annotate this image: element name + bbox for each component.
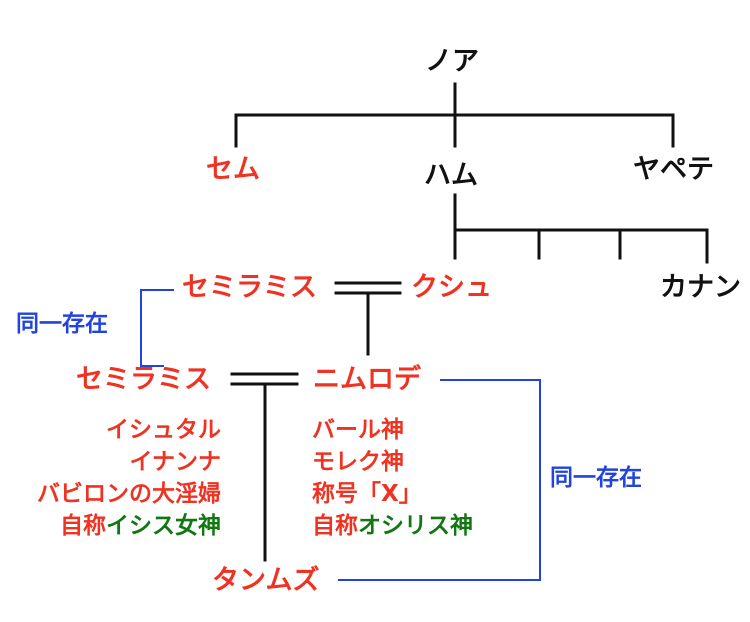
alias-line: モレク神 — [312, 442, 473, 475]
alias-red-text: イシュタル — [106, 417, 221, 443]
same-entity-label-left: 同一存在 — [16, 311, 108, 337]
node-shem: セム — [206, 154, 260, 185]
nimrod-aliases: バール神 モレク神 称号「X」 自称オシリス神 — [312, 410, 473, 539]
alias-line: 称号「X」 — [312, 474, 473, 507]
alias-line: 自称イシス女神 — [37, 506, 221, 539]
alias-red-text: 自称 — [60, 513, 106, 539]
node-noah: ノア — [425, 46, 479, 77]
alias-line: イシュタル — [37, 410, 221, 443]
alias-red-text: バビロンの大淫婦 — [37, 481, 221, 507]
alias-green-text: オシリス神 — [358, 513, 473, 539]
node-semiramis-top: セミラミス — [182, 272, 317, 303]
alias-line: バビロンの大淫婦 — [37, 474, 221, 507]
alias-line: 自称オシリス神 — [312, 506, 473, 539]
alias-red-text: モレク神 — [312, 449, 404, 475]
alias-red-text: イナンナ — [129, 449, 221, 475]
node-japheth: ヤペテ — [633, 154, 714, 185]
same-entity-bracket-right — [338, 379, 541, 581]
alias-red-text: バール神 — [312, 417, 404, 443]
semiramis-aliases: イシュタル イナンナ バビロンの大淫婦 自称イシス女神 — [37, 410, 221, 539]
alias-red-text: 称号「X」 — [312, 481, 422, 507]
node-nimrod: ニムロデ — [313, 364, 421, 395]
same-entity-label-right: 同一存在 — [550, 465, 642, 491]
node-ham: ハム — [424, 160, 478, 191]
alias-line: バール神 — [312, 410, 473, 443]
alias-line: イナンナ — [37, 442, 221, 475]
node-cush: クシュ — [411, 272, 492, 303]
node-semiramis-bottom: セミラミス — [76, 364, 211, 395]
node-canaan: カナン — [660, 272, 741, 303]
alias-red-text: 自称 — [312, 513, 358, 539]
node-tammuz: タンムズ — [212, 565, 320, 596]
same-entity-bracket-left — [140, 289, 174, 367]
alias-green-text: イシス女神 — [106, 513, 221, 539]
